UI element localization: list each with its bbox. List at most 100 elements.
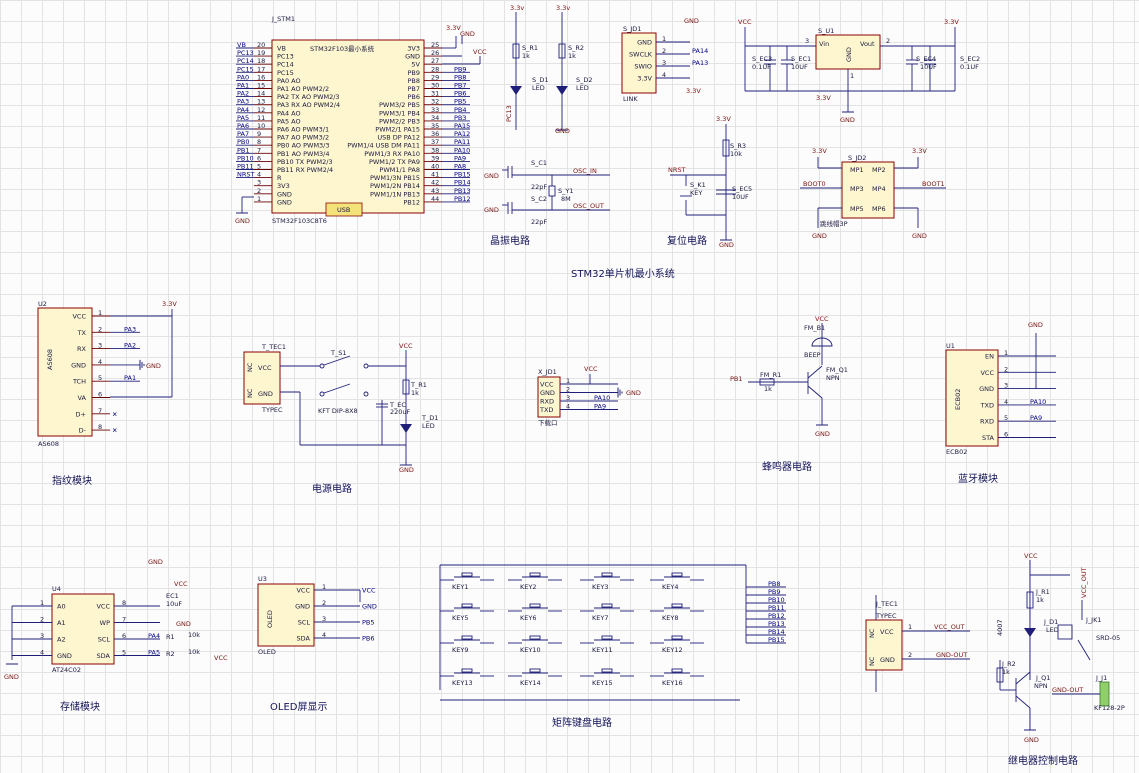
jp-boot0: BOOT0 (803, 180, 826, 188)
fp-part: AS608 (46, 349, 54, 370)
mcu-pin-label: PA0 AO (277, 77, 301, 85)
fp-pin-num: 1 (98, 309, 102, 317)
mcu-pin-num: 29 (431, 73, 439, 81)
mcu-pin-num: 17 (257, 65, 265, 73)
mcu-pin-label: PWM3/1 PB4 (379, 109, 420, 117)
rl-tec-vcc: VCC (880, 628, 894, 636)
led-indicators: 3.3v 3.3v S_R1 1k S_R2 1k S_D1 LED S_D2 … (505, 4, 593, 135)
pwr-part: TYPEC (261, 406, 283, 414)
pwr-gnd: GND (258, 390, 273, 398)
mcu-pin-num: 14 (257, 90, 265, 98)
mcu-pin-label: PA2 TX AO PWM2/3 (277, 93, 340, 101)
rst-nrst: NRST (668, 166, 686, 174)
key-cap (601, 635, 613, 640)
mcu-pin-label: PB11 RX PWM2/4 (277, 166, 333, 174)
rl-tec-nc2: NC (868, 656, 876, 666)
reg-gnd-label: GND (840, 116, 855, 124)
rl-j-body (1099, 681, 1110, 707)
oled-pin-num: 1 (322, 583, 326, 591)
keypad-net-label: PB12 (768, 612, 785, 620)
rl-r2v: 1k (1002, 668, 1010, 676)
mcu-net-label: PB15 (454, 171, 471, 179)
boot-jumper: S_JD2 MP1 MP2 MP3 MP4 MP5 MP6 跳线帽3P 3.3V… (800, 147, 946, 240)
mcu-pin-num: 42 (431, 179, 439, 187)
oled-part: OLED (266, 610, 274, 628)
ee-pin-label: VCC (96, 603, 110, 611)
uart-net-label: PA9 (594, 403, 606, 411)
link-pin-num: 4 (662, 71, 666, 79)
mcu-pin-num: 33 (431, 106, 439, 114)
pwr-rv: 1k (411, 389, 419, 397)
led1-ref: S_D1 (532, 76, 549, 84)
xtal-yv: 8M (561, 195, 571, 203)
oled-pin-label: GND (295, 603, 310, 611)
mcu-pin-label: PWM1/4 USB DM PA11 (347, 142, 420, 150)
reg-c4: S_EC4 (916, 55, 936, 63)
link-pin-num: 3 (662, 59, 666, 67)
oled-net-label: GND (362, 603, 377, 611)
mcu-net-label: PB4 (454, 106, 467, 114)
bt-pin-label: RXD (980, 418, 994, 426)
mcu-net-label: VB (237, 41, 246, 49)
pwr-body (243, 351, 281, 405)
rl-vcc: VCC (1024, 552, 1038, 560)
mcu-pin-label: PA5 AO (277, 117, 301, 125)
reg-c3: S_EC3 (752, 55, 772, 63)
reset-circuit: 3.3V S_R3 10k NRST S_K1 KEY S_EC5 10UF G… (667, 115, 752, 249)
key-label: KEY7 (592, 614, 608, 622)
oled-body (257, 583, 315, 647)
jp-boot1: BOOT1 (922, 180, 945, 188)
ee-pin-num: 6 (122, 632, 126, 640)
link-3v3: 3.3V (686, 87, 701, 95)
key-cap (671, 572, 683, 577)
reg-c1v: 10UF (791, 63, 808, 71)
fp-pin-num: 2 (98, 325, 102, 333)
bt-pin-num: 5 (1004, 414, 1008, 422)
mcu-net-label: PB5 (454, 98, 467, 106)
rl-vccout: VCC_OUT (934, 623, 965, 631)
rl-gndout: GND-OUT (936, 651, 967, 659)
reg-p2: 2 (886, 37, 890, 45)
jp-mp6: MP6 (872, 205, 886, 213)
mcu-pin-num: 18 (257, 57, 265, 65)
reg-vout: Vout (860, 40, 875, 48)
rst-rv: 10k (730, 150, 742, 158)
key-cap (671, 668, 683, 673)
pwr-vcc-net: VCC (399, 342, 413, 350)
mcu-pin-label: PA7 AO PWM3/2 (277, 134, 329, 142)
key-cap (671, 635, 683, 640)
mcu-pin-label: R (277, 174, 282, 182)
link-pin-label: SWIO (634, 63, 652, 71)
xtal-c2: S_C2 (531, 195, 547, 203)
key-label: KEY11 (592, 646, 613, 654)
oled-pin-num: 2 (322, 599, 326, 607)
ee-gnd-left: GND (4, 673, 19, 681)
title-relay: 继电器控制电路 (1008, 754, 1078, 767)
rl-gndout2: GND-OUT (1052, 686, 1083, 694)
mcu-usb-block (325, 202, 363, 217)
pwr-vcc: VCC (258, 364, 272, 372)
mcu-pin-label: PWM1/2 TX PA9 (369, 158, 420, 166)
fp-pin-label: TX (77, 329, 87, 337)
mcu-pin-num: 8 (257, 138, 261, 146)
ee-ref: U4 (52, 585, 61, 593)
bz-val: BEEP (804, 351, 821, 359)
rl-p2: 2 (908, 651, 912, 659)
mcu-3v3-label: 3.3V (446, 24, 461, 32)
link-ref: S_JD1 (623, 25, 641, 33)
mcu-pin-num: 34 (431, 114, 439, 122)
pwr-sw: T_S1 (330, 349, 346, 357)
key-label: KEY12 (662, 646, 683, 654)
title-power: 电源电路 (312, 482, 352, 495)
reg-p1: 1 (850, 72, 854, 80)
uart-pin-label: TXD (539, 406, 553, 414)
ee-pin-num: 1 (40, 599, 44, 607)
bt-name: ECB02 (946, 448, 967, 456)
link-net-label: PA13 (692, 59, 708, 67)
uart-body (537, 376, 561, 418)
title-bluetooth: 蓝牙模块 (958, 473, 998, 485)
